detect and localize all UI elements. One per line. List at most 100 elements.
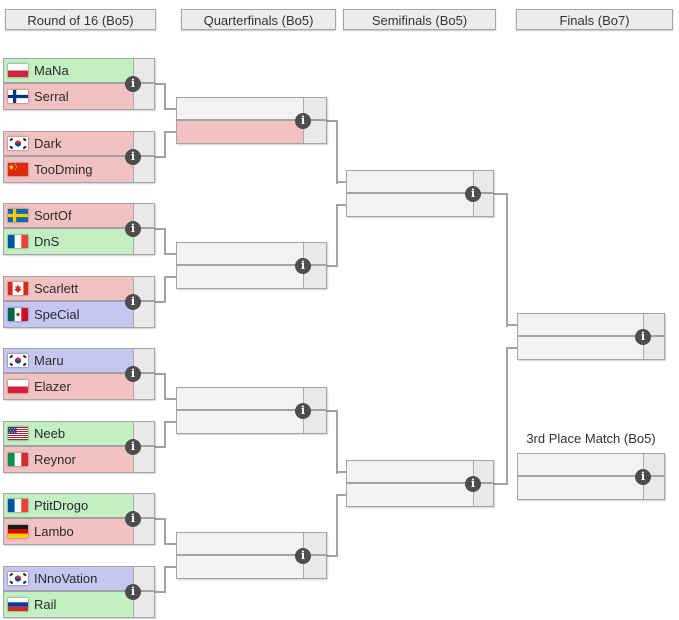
player-name-cell <box>177 411 304 433</box>
connector-line <box>336 494 338 557</box>
score-cell <box>474 171 493 192</box>
flag-russia-icon <box>8 598 28 611</box>
player-name[interactable]: Lambo <box>34 524 74 539</box>
info-icon[interactable]: i <box>125 439 141 455</box>
player-name-cell[interactable]: SpeCial <box>4 302 134 327</box>
score-cell <box>134 349 154 372</box>
player-slot <box>177 121 326 143</box>
player-name[interactable]: Neeb <box>34 426 66 441</box>
score-cell <box>474 461 493 482</box>
connector-line <box>336 494 347 496</box>
connector-line <box>164 276 166 303</box>
info-icon[interactable]: i <box>125 366 141 382</box>
flag-sweden-icon <box>8 209 28 222</box>
flag-germany-icon <box>8 525 28 538</box>
player-name-cell[interactable]: MaNa <box>4 59 134 82</box>
player-name-cell[interactable]: Elazer <box>4 374 134 399</box>
player-name-cell[interactable]: Lambo <box>4 519 134 544</box>
info-icon[interactable]: i <box>635 469 651 485</box>
player-name[interactable]: Rail <box>34 597 57 612</box>
round-header-finals: Finals (Bo7) <box>516 9 673 30</box>
info-icon[interactable]: i <box>295 403 311 419</box>
player-name-cell[interactable]: DnS <box>4 229 134 254</box>
player-slot: INnoVation <box>4 567 154 592</box>
info-icon[interactable]: i <box>125 584 141 600</box>
info-icon[interactable]: i <box>125 511 141 527</box>
player-name[interactable]: Maru <box>34 353 64 368</box>
player-name[interactable]: Dark <box>34 136 62 151</box>
player-name-cell[interactable]: Dark <box>4 132 134 155</box>
player-name-cell[interactable]: SortOf <box>4 204 134 227</box>
connector-line <box>506 324 518 326</box>
connector-line <box>506 193 508 327</box>
info-icon[interactable]: i <box>465 476 481 492</box>
player-name-cell <box>518 454 644 475</box>
connector-line <box>336 471 347 473</box>
player-slot <box>177 533 326 556</box>
player-name[interactable]: Reynor <box>34 452 76 467</box>
player-slot: PtitDrogo <box>4 494 154 519</box>
player-slot <box>177 266 326 288</box>
player-slot <box>177 98 326 121</box>
player-name-cell <box>177 98 304 119</box>
info-icon[interactable]: i <box>125 294 141 310</box>
info-icon[interactable]: i <box>125 76 141 92</box>
player-name-cell <box>177 121 304 143</box>
player-name[interactable]: SortOf <box>34 208 72 223</box>
flag-poland-icon <box>8 64 28 77</box>
match-third_place_match-1 <box>517 453 665 500</box>
score-cell <box>304 388 326 409</box>
connector-line <box>164 398 177 400</box>
player-slot: Serral <box>4 84 154 109</box>
player-name-cell[interactable]: PtitDrogo <box>4 494 134 517</box>
player-name[interactable]: INnoVation <box>34 571 98 586</box>
player-name-cell <box>347 461 474 482</box>
player-name-cell[interactable]: INnoVation <box>4 567 134 590</box>
player-name[interactable]: SpeCial <box>34 307 80 322</box>
player-name-cell[interactable]: Rail <box>4 592 134 617</box>
player-name-cell <box>177 266 304 288</box>
info-icon[interactable]: i <box>125 221 141 237</box>
player-name-cell[interactable]: Maru <box>4 349 134 372</box>
score-cell <box>304 533 326 554</box>
player-slot: Scarlett <box>4 277 154 302</box>
info-icon[interactable]: i <box>465 186 481 202</box>
connector-line <box>164 228 166 255</box>
score-cell <box>134 157 154 182</box>
info-icon[interactable]: i <box>295 258 311 274</box>
player-name[interactable]: DnS <box>34 234 60 249</box>
info-icon[interactable]: i <box>295 113 311 129</box>
player-name[interactable]: PtitDrogo <box>34 498 89 513</box>
connector-line <box>506 347 518 349</box>
info-icon[interactable]: i <box>295 548 311 564</box>
player-name[interactable]: MaNa <box>34 63 69 78</box>
score-cell <box>304 556 326 578</box>
connector-line <box>164 131 177 133</box>
player-name-cell[interactable]: Serral <box>4 84 134 109</box>
player-name[interactable]: Scarlett <box>34 281 79 296</box>
player-name[interactable]: TooDming <box>34 162 93 177</box>
player-name[interactable]: Elazer <box>34 379 71 394</box>
score-cell <box>644 314 664 335</box>
player-name-cell <box>177 388 304 409</box>
connector-line <box>336 410 338 474</box>
player-slot: DnS <box>4 229 154 254</box>
connector-line <box>336 181 347 183</box>
player-name-cell[interactable]: TooDming <box>4 157 134 182</box>
info-icon[interactable]: i <box>635 329 651 345</box>
player-name-cell[interactable]: Neeb <box>4 422 134 445</box>
player-name[interactable]: Serral <box>34 89 69 104</box>
connector-line <box>336 120 338 184</box>
info-icon[interactable]: i <box>125 149 141 165</box>
flag-usa-icon <box>8 427 28 440</box>
round-header-quarterfinals: Quarterfinals (Bo5) <box>181 9 336 30</box>
player-slot: Rail <box>4 592 154 617</box>
player-slot: SpeCial <box>4 302 154 327</box>
player-name-cell[interactable]: Reynor <box>4 447 134 472</box>
player-slot: Lambo <box>4 519 154 544</box>
player-name-cell[interactable]: Scarlett <box>4 277 134 300</box>
player-slot: Elazer <box>4 374 154 399</box>
